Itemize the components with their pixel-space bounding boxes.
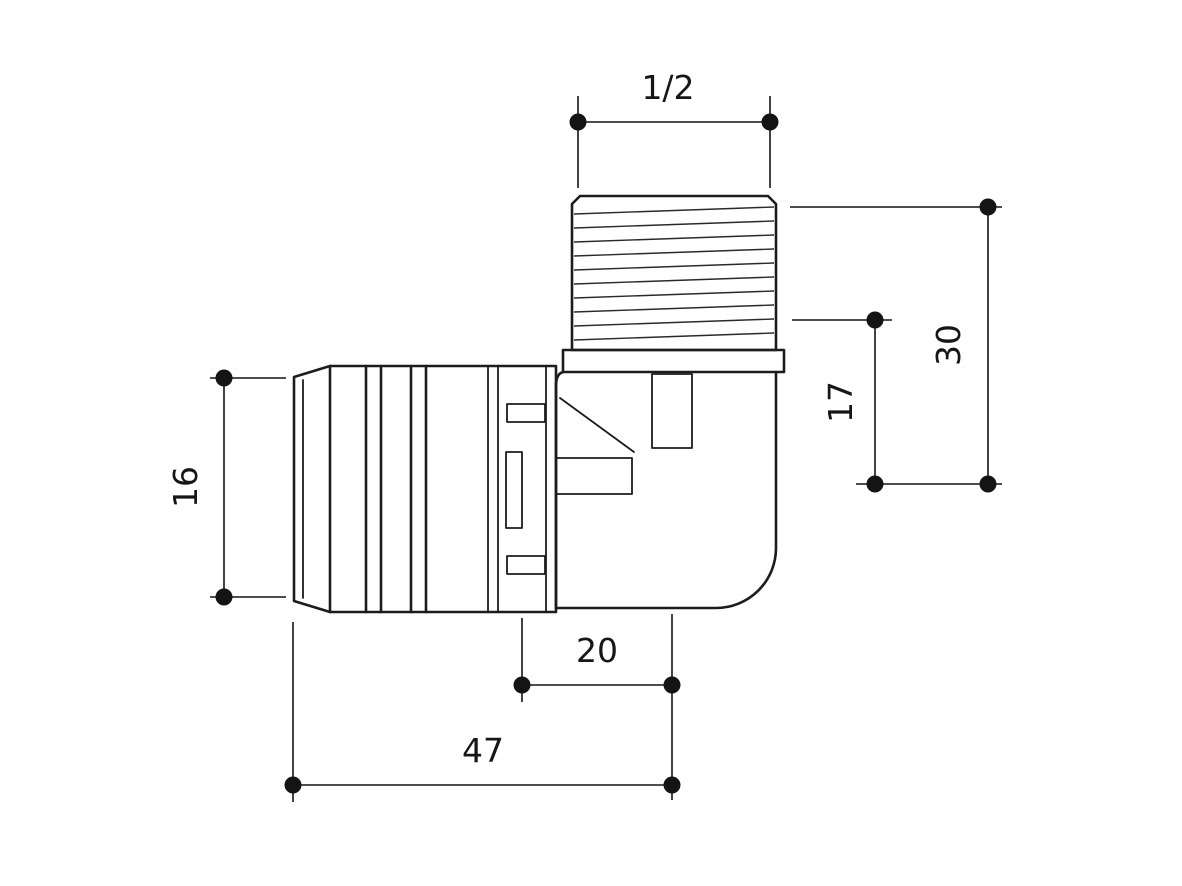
dimension-total-height: 30 xyxy=(790,198,1002,493)
dimension-bottom-inner: 20 xyxy=(513,614,681,800)
dimension-side-height: 17 xyxy=(792,311,892,493)
sleeve-rib-1 xyxy=(364,364,383,614)
dimension-label-side-height: 17 xyxy=(821,381,860,423)
elbow-outer-edge xyxy=(554,370,778,610)
clip-window-middle xyxy=(505,451,523,529)
elbow-body xyxy=(554,370,778,610)
sleeve-rib-2 xyxy=(409,364,428,614)
dimension-dot xyxy=(761,113,779,131)
bore-diagonal-edge xyxy=(559,397,635,453)
press-sleeve xyxy=(292,364,558,614)
dimension-label-left-width: 16 xyxy=(166,466,205,508)
dimension-dot xyxy=(866,475,884,493)
clip-window-top xyxy=(506,403,546,423)
dimension-dot xyxy=(569,113,587,131)
dimension-dot xyxy=(663,776,681,794)
sleeve-outline xyxy=(328,364,558,614)
dimension-label-total-height: 30 xyxy=(929,324,968,366)
dimension-dot xyxy=(215,369,233,387)
dimension-dot xyxy=(979,198,997,216)
dimension-label-bottom-total: 47 xyxy=(462,731,504,770)
dimension-dot xyxy=(513,676,531,694)
dimension-left-width: 16 xyxy=(166,369,286,606)
dimension-label-thread-size: 1/2 xyxy=(641,68,694,107)
thread-collar xyxy=(561,348,786,374)
dimension-label-bottom-inner: 20 xyxy=(576,631,618,670)
dimension-bottom-total: 47 xyxy=(284,622,681,802)
clip-window-bottom xyxy=(506,555,546,575)
dimension-dot xyxy=(663,676,681,694)
horizontal-bore-opening xyxy=(555,457,633,495)
dimension-dot xyxy=(215,588,233,606)
thread-crest-lines xyxy=(573,206,775,341)
dimension-thread-size: 1/2 xyxy=(569,68,779,188)
thread-bore-walls xyxy=(651,373,693,449)
dimension-dot xyxy=(979,475,997,493)
dimension-dot xyxy=(866,311,884,329)
collar-outline xyxy=(561,348,786,374)
dimension-dot xyxy=(284,776,302,794)
sleeve-end-cap xyxy=(292,364,332,614)
